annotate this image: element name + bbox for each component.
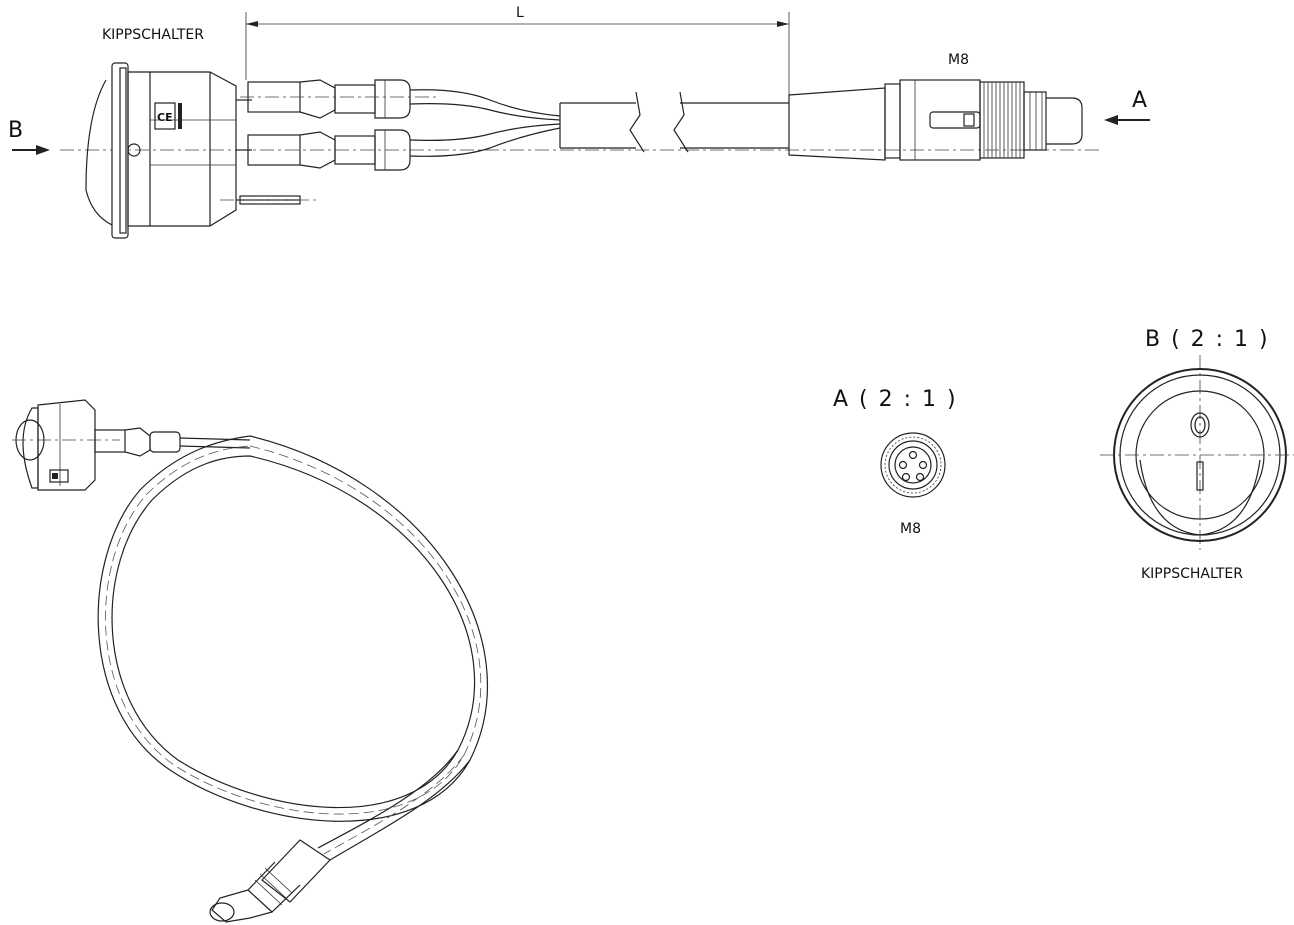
view-arrow-b xyxy=(12,145,50,155)
detail-a-view: A ( 2 : 1 ) M8 xyxy=(833,387,958,537)
wires xyxy=(409,89,561,157)
detail-a-caption: M8 xyxy=(900,521,921,537)
detail-b-caption: KIPPSCHALTER xyxy=(1141,566,1243,582)
detail-b-view: B ( 2 : 1 ) KIPPSCHALTER xyxy=(1100,327,1294,582)
m8-connector-side xyxy=(788,79,1083,161)
view-arrow-b-label: B xyxy=(8,118,23,143)
lower-terminal-sleeve xyxy=(247,129,411,171)
upper-terminal-sleeve xyxy=(240,79,440,119)
m8-label-top: M8 xyxy=(948,52,969,68)
rocker-switch-side: CE xyxy=(85,62,320,239)
view-arrow-a-label: A xyxy=(1132,88,1147,113)
cable-side xyxy=(559,91,789,153)
detail-a-title: A ( 2 : 1 ) xyxy=(833,387,958,412)
svg-text:CE: CE xyxy=(157,111,173,124)
view-arrow-a xyxy=(1104,115,1150,125)
dimension-l xyxy=(245,12,790,95)
perspective-view xyxy=(12,399,488,923)
switch-label-top: KIPPSCHALTER xyxy=(102,27,204,43)
side-view: L KIPPSCHALTER B CE xyxy=(8,5,1150,239)
knurl-lines xyxy=(983,82,1021,158)
dimension-l-label: L xyxy=(516,5,524,21)
detail-b-title: B ( 2 : 1 ) xyxy=(1145,327,1270,352)
